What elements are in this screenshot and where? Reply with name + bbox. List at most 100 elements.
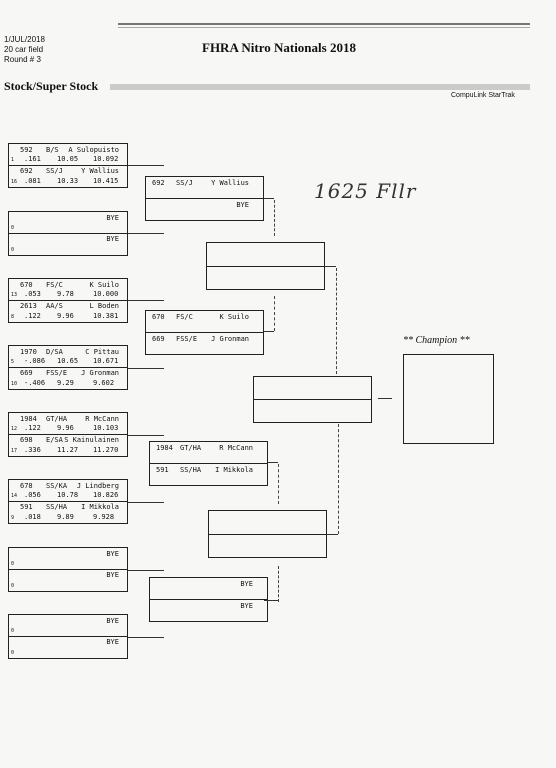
driver-name: K Suilo bbox=[89, 281, 119, 289]
car-class: SS/HA bbox=[180, 466, 202, 474]
driver-name: I Mikkola bbox=[215, 466, 253, 474]
connector bbox=[327, 534, 338, 535]
report-date: 1/JUL/2018 bbox=[4, 35, 45, 44]
lane-number: 12 bbox=[11, 426, 18, 432]
semifinal-box-2 bbox=[208, 510, 327, 558]
lane-number: 0 bbox=[11, 561, 15, 567]
car-number: 1984 bbox=[20, 415, 37, 423]
dial-in: 10.78 bbox=[57, 491, 79, 499]
driver-name: BYE bbox=[106, 571, 119, 579]
driver-name: BYE bbox=[106, 214, 119, 222]
elapsed-time: 9.928 bbox=[93, 513, 115, 521]
champion-box bbox=[403, 354, 494, 444]
elapsed-time: 10.415 bbox=[93, 177, 119, 185]
elapsed-time: 10.671 bbox=[93, 357, 119, 365]
lane-number: 0 bbox=[11, 650, 15, 656]
semifinal-box-1 bbox=[206, 242, 325, 290]
reaction-time: .018 bbox=[24, 513, 41, 521]
driver-name: J Gronman bbox=[211, 335, 249, 343]
connector bbox=[264, 600, 278, 601]
car-class: SS/KA bbox=[46, 482, 68, 490]
car-class: FSS/E bbox=[176, 335, 198, 343]
handwritten-note: 1625 Fllr bbox=[314, 179, 417, 203]
car-number: 678 bbox=[20, 482, 33, 490]
connector bbox=[264, 331, 274, 332]
elapsed-time: 10.381 bbox=[93, 312, 119, 320]
dashed-connector bbox=[274, 296, 275, 331]
driver-name: BYE bbox=[106, 617, 119, 625]
dial-in: 9.96 bbox=[57, 424, 74, 432]
driver-name: BYE bbox=[106, 638, 119, 646]
driver-name: C Pittau bbox=[85, 348, 119, 356]
connector bbox=[378, 398, 392, 399]
driver-name: I Mikkola bbox=[81, 503, 119, 511]
round-number: Round # 3 bbox=[4, 55, 41, 64]
connector bbox=[325, 266, 336, 267]
car-number: 692 bbox=[20, 167, 33, 175]
connector bbox=[128, 570, 164, 571]
car-class: SS/J bbox=[46, 167, 63, 175]
lane-number: 8 bbox=[11, 314, 15, 320]
dashed-connector bbox=[278, 464, 279, 504]
elapsed-time: 10.092 bbox=[93, 155, 119, 163]
connector bbox=[128, 233, 164, 234]
driver-name: S Kainulainen bbox=[64, 436, 119, 444]
connector bbox=[128, 300, 164, 301]
car-number: 1984 bbox=[156, 444, 173, 452]
elapsed-time: 10.103 bbox=[93, 424, 119, 432]
driver-name: K Suilo bbox=[219, 313, 249, 321]
car-class: GT/HA bbox=[180, 444, 202, 452]
driver-name: Y Wallius bbox=[81, 167, 119, 175]
car-number: 698 bbox=[20, 436, 33, 444]
driver-name: R McCann bbox=[219, 444, 253, 452]
reaction-time: .122 bbox=[24, 312, 41, 320]
driver-name: BYE bbox=[240, 602, 253, 610]
driver-name: BYE bbox=[106, 550, 119, 558]
car-number: 670 bbox=[20, 281, 33, 289]
lane-number: 0 bbox=[11, 583, 15, 589]
event-title: FHRA Nitro Nationals 2018 bbox=[202, 40, 356, 55]
dial-in: 9.78 bbox=[57, 290, 74, 298]
car-class: B/S bbox=[46, 146, 59, 154]
reaction-time: .053 bbox=[24, 290, 41, 298]
connector bbox=[268, 462, 278, 463]
driver-name: J Gronman bbox=[81, 369, 119, 377]
elapsed-time: 10.826 bbox=[93, 491, 119, 499]
reaction-time: -.406 bbox=[24, 379, 46, 387]
driver-name: R McCann bbox=[85, 415, 119, 423]
brand-label: CompuLink StarTrak bbox=[451, 92, 515, 99]
lane-number: 1 bbox=[11, 157, 15, 163]
top-rule bbox=[118, 23, 530, 25]
lane-number: 14 bbox=[11, 493, 18, 499]
driver-name: A Sulopuisto bbox=[68, 146, 119, 154]
car-class: AA/S bbox=[46, 302, 63, 310]
car-number: 692 bbox=[152, 179, 165, 187]
driver-name: BYE bbox=[106, 235, 119, 243]
field-size: 20 car field bbox=[4, 45, 44, 54]
lane-number: 0 bbox=[11, 628, 15, 634]
car-number: 592 bbox=[20, 146, 33, 154]
lane-number: 0 bbox=[11, 225, 15, 231]
dashed-connector bbox=[274, 200, 275, 236]
reaction-time: .122 bbox=[24, 424, 41, 432]
car-class: FSS/E bbox=[46, 369, 68, 377]
car-class: D/SA bbox=[46, 348, 63, 356]
elapsed-time: 11.270 bbox=[93, 446, 119, 454]
connector bbox=[128, 435, 164, 436]
car-class: SS/HA bbox=[46, 503, 68, 511]
car-class: FS/C bbox=[46, 281, 63, 289]
dial-in: 9.96 bbox=[57, 312, 74, 320]
reaction-time: .161 bbox=[24, 155, 41, 163]
car-number: 670 bbox=[152, 313, 165, 321]
dial-in: 11.27 bbox=[57, 446, 79, 454]
